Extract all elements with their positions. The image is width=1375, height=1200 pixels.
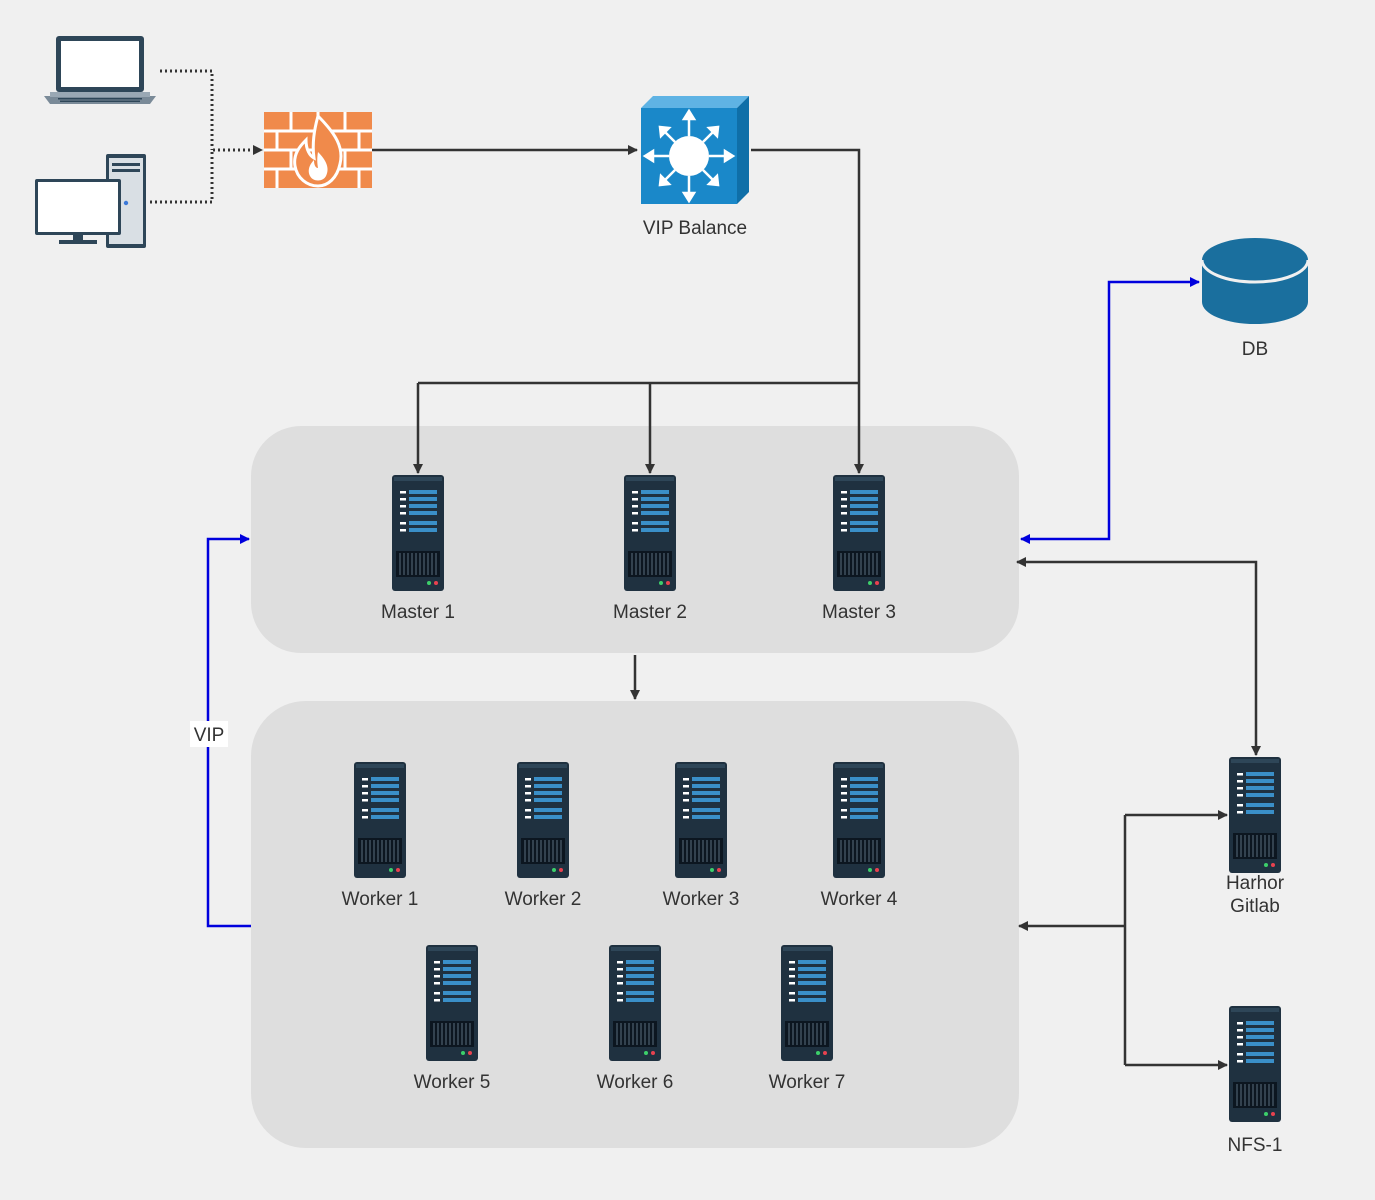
worker-4-label: Worker 4 <box>821 889 898 910</box>
worker-5-server-icon <box>425 944 479 1062</box>
firewall-icon <box>264 112 372 188</box>
worker-5-label: Worker 5 <box>414 1072 491 1093</box>
laptop-icon <box>44 36 156 104</box>
worker-1-server-icon <box>353 761 407 879</box>
masters-harhor-link <box>1016 557 1261 756</box>
worker-2-label: Worker 2 <box>505 889 582 910</box>
worker-7-server-icon <box>780 944 834 1062</box>
masters-db-link <box>1020 277 1200 544</box>
master-3-label: Master 3 <box>822 602 896 623</box>
gitlab-label: Gitlab <box>1230 896 1280 917</box>
load-balancer-icon <box>641 96 749 204</box>
worker-1-label: Worker 1 <box>342 889 419 910</box>
laptop-link <box>160 69 214 150</box>
desktop-computer-icon <box>35 154 146 248</box>
worker-7-label: Worker 7 <box>769 1072 846 1093</box>
worker-4-server-icon <box>832 761 886 879</box>
vip-label: VIP <box>194 725 225 746</box>
vip-balance-label: VIP Balance <box>643 218 747 239</box>
master-3-server-icon <box>832 474 886 592</box>
desktop-link <box>150 145 263 204</box>
worker-6-server-icon <box>608 944 662 1062</box>
worker-6-label: Worker 6 <box>597 1072 674 1093</box>
balancer-to-master3-link <box>751 148 864 474</box>
db-label: DB <box>1242 339 1268 360</box>
master-2-label: Master 2 <box>613 602 687 623</box>
worker-2-server-icon <box>516 761 570 879</box>
master-1-server-icon <box>391 474 445 592</box>
worker-3-server-icon <box>674 761 728 879</box>
nfs-label: NFS-1 <box>1228 1135 1283 1156</box>
nfs-server-icon <box>1228 1005 1282 1123</box>
database-icon <box>1200 238 1310 324</box>
master-1-label: Master 1 <box>381 602 455 623</box>
harhor-label: Harhor <box>1226 873 1285 894</box>
master-2-server-icon <box>623 474 677 592</box>
harhor-gitlab-server-icon <box>1228 756 1282 874</box>
worker-3-label: Worker 3 <box>663 889 740 910</box>
vip-label-background <box>190 721 228 747</box>
